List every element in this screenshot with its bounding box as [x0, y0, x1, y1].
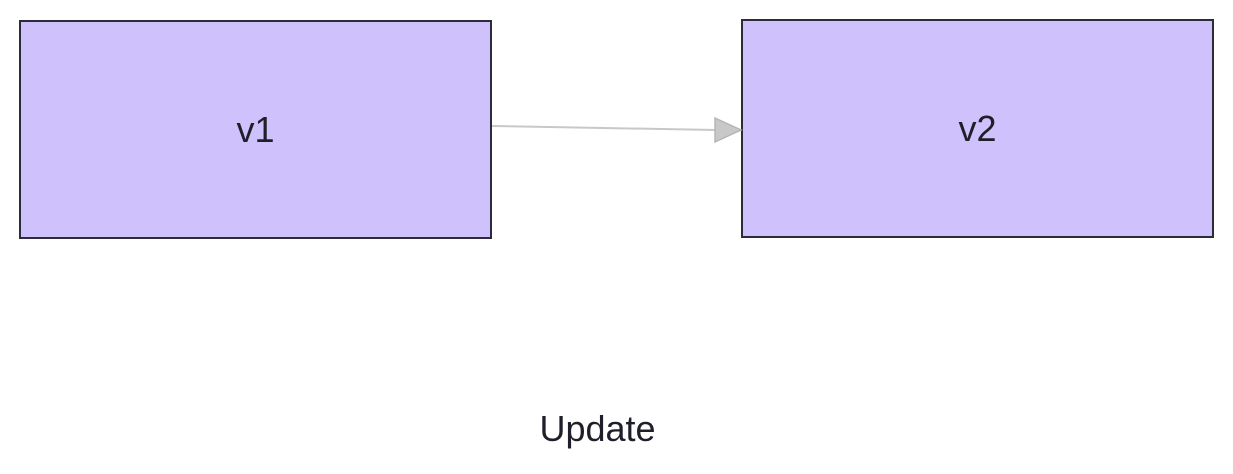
edge-v1-to-v2: [491, 125, 717, 131]
node-v1-label: v1: [236, 108, 275, 150]
node-v1: v1: [19, 20, 492, 239]
arrowhead-icon: [714, 116, 743, 144]
node-v2: v2: [741, 19, 1214, 238]
node-v2-label: v2: [958, 107, 997, 149]
diagram-caption: Update: [539, 408, 656, 449]
